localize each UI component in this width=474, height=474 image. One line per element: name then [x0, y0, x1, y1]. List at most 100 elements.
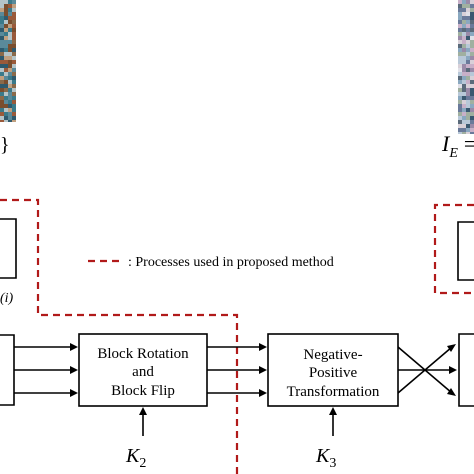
mosaic-cell	[12, 32, 16, 36]
mosaic-cell	[462, 72, 466, 76]
mosaic-cell	[458, 4, 462, 8]
mosaic-cell	[458, 100, 462, 104]
mosaic-cell	[4, 96, 8, 100]
mosaic-cell	[8, 24, 12, 28]
mosaic-cell	[470, 52, 474, 56]
mosaic-cell	[462, 36, 466, 40]
mosaic-cell	[466, 104, 470, 108]
mosaic-cell	[466, 16, 470, 20]
mosaic-cell	[12, 112, 16, 116]
mosaic-cell	[0, 20, 4, 24]
mosaic-cell	[8, 76, 12, 80]
mosaic-cell	[462, 116, 466, 120]
mosaic-cell	[8, 48, 12, 52]
key-k3-label: K3	[315, 445, 336, 471]
mosaic-cell	[466, 0, 470, 4]
mosaic-cell	[0, 16, 4, 20]
mosaic-cell	[466, 128, 470, 132]
mosaic-cell	[0, 44, 4, 48]
mosaic-cell	[462, 100, 466, 104]
mosaic-cell	[458, 80, 462, 84]
mosaic-cell	[462, 80, 466, 84]
mosaic-cell	[470, 28, 474, 32]
mosaic-cell	[462, 112, 466, 116]
arrows-rotation-to-negpos	[207, 343, 267, 397]
encrypted-image-caption: IE=	[441, 131, 474, 161]
mosaic-cell	[0, 116, 4, 120]
mosaic-cell	[466, 112, 470, 116]
mosaic-cell	[458, 40, 462, 44]
mosaic-cell	[12, 36, 16, 40]
mosaic-cell	[12, 120, 16, 122]
mosaic-cell	[458, 120, 462, 124]
mosaic-cell	[466, 100, 470, 104]
mosaic-cell	[470, 8, 474, 12]
mosaic-cell	[458, 72, 462, 76]
mosaic-cell	[12, 24, 16, 28]
mosaic-cell	[462, 8, 466, 12]
mosaic-cell	[458, 12, 462, 16]
mosaic-cell	[466, 8, 470, 12]
mosaic-cell	[8, 120, 12, 122]
mosaic-cell	[462, 56, 466, 60]
mosaic-cell	[12, 60, 16, 64]
mosaic-cell	[0, 56, 4, 60]
caption-equals: =	[464, 131, 474, 156]
mosaic-cell	[4, 80, 8, 84]
mosaic-cell	[470, 112, 474, 116]
mosaic-cell	[0, 112, 4, 116]
mosaic-cell	[4, 48, 8, 52]
key-k2-input	[139, 407, 147, 436]
mosaic-cell	[462, 68, 466, 72]
mosaic-cell	[470, 116, 474, 120]
mosaic-cell	[8, 84, 12, 88]
mosaic-cell	[8, 0, 12, 4]
mosaic-cell	[12, 20, 16, 24]
mosaic-cell	[12, 64, 16, 68]
mosaic-cell	[466, 28, 470, 32]
rotation-label-line1: Block Rotation	[97, 346, 189, 362]
key-k2-main: K	[125, 445, 141, 467]
mosaic-cell	[466, 36, 470, 40]
mosaic-cell	[12, 12, 16, 16]
negpos-label-line1: Negative-	[303, 347, 362, 363]
mosaic-cell	[8, 72, 12, 76]
mosaic-cell	[4, 88, 8, 92]
mosaic-cell	[466, 68, 470, 72]
mosaic-cell	[12, 100, 16, 104]
mosaic-cell	[470, 84, 474, 88]
mosaic-cell	[458, 20, 462, 24]
rotation-label-line2: and	[132, 364, 154, 380]
mosaic-cell	[470, 104, 474, 108]
mosaic-cell	[466, 48, 470, 52]
key-k3-main: K	[315, 445, 331, 467]
mosaic-cell	[0, 4, 4, 8]
mosaic-cell	[0, 64, 4, 68]
mosaic-cell	[12, 48, 16, 52]
mosaic-cell	[4, 4, 8, 8]
mosaic-cell	[0, 120, 4, 122]
mosaic-cell	[470, 12, 474, 16]
mosaic-cell	[0, 68, 4, 72]
mosaic-cell	[470, 72, 474, 76]
shuffle-arrows	[397, 344, 457, 396]
mosaic-cell	[458, 44, 462, 48]
mosaic-cell	[4, 84, 8, 88]
mosaic-cell	[466, 84, 470, 88]
mosaic-cell	[8, 4, 12, 8]
mosaic-cell	[4, 40, 8, 44]
mosaic-cell	[0, 104, 4, 108]
negpos-label-line2: Positive	[309, 365, 358, 381]
proposed-region-right-outline	[433, 203, 474, 295]
mosaic-cell	[466, 92, 470, 96]
mosaic-cell	[466, 52, 470, 56]
mosaic-cell	[4, 8, 8, 12]
mosaic-cell	[462, 40, 466, 44]
mosaic-cell	[462, 0, 466, 4]
mosaic-cell	[12, 80, 16, 84]
mosaic-cell	[466, 24, 470, 28]
mosaic-cell	[470, 40, 474, 44]
arrows-into-rotation	[14, 343, 78, 397]
mosaic-cell	[470, 88, 474, 92]
